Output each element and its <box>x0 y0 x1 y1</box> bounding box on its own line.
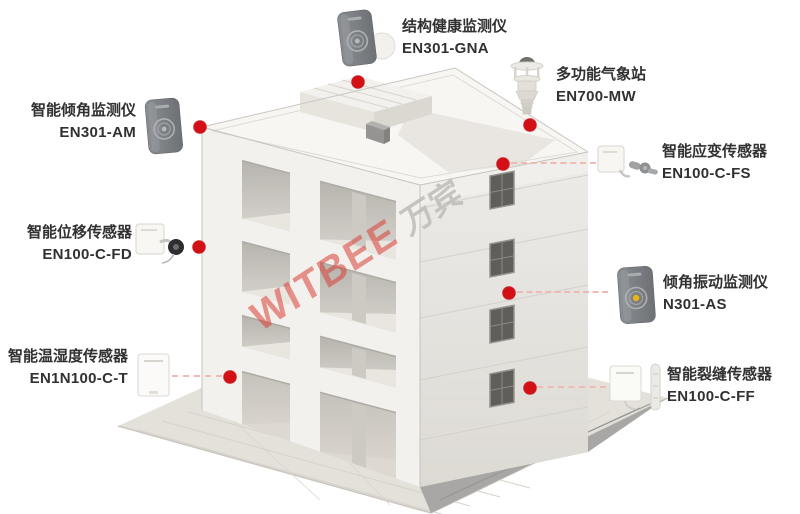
left-facade <box>202 127 420 487</box>
device-temp-humidity-sensor <box>136 352 172 405</box>
connector-temp-humidity <box>172 375 222 377</box>
device-weather-station <box>504 54 550 123</box>
sensor-label-tilt-monitor: 智能倾角监测仪 EN301-AM <box>31 100 136 144</box>
device-crack-sensor <box>608 362 668 419</box>
sensor-model: EN700-MW <box>556 88 636 105</box>
sensor-model: EN301-GNA <box>402 40 489 57</box>
marker-strain <box>496 157 510 171</box>
sensor-name: 智能倾角监测仪 <box>30 102 136 119</box>
sensor-model: EN100-C-FD <box>42 246 132 263</box>
device-tilt-vibration-monitor <box>610 264 662 333</box>
window <box>489 238 515 278</box>
sensor-name: 结构健康监测仪 <box>402 18 508 35</box>
marker-tilt-monitor <box>193 120 207 134</box>
sensor-label-temp-humidity: 智能温湿度传感器 EN1N100-C-T <box>8 346 128 390</box>
marker-structural-health <box>351 75 365 89</box>
tilt-vibration-monitor-icon <box>617 265 656 324</box>
sensor-model: EN301-AM <box>59 124 136 141</box>
structural-health-monitor-icon <box>337 9 396 67</box>
marker-displacement <box>192 240 206 254</box>
sensor-label-weather-station: 多功能气象站 EN700-MW <box>556 64 646 108</box>
connector-strain <box>511 162 596 164</box>
sensor-label-vibration: 倾角振动监测仪 N301-AS <box>663 272 768 316</box>
dark-paving <box>420 399 665 513</box>
device-structural-health-monitor <box>332 8 398 75</box>
sensor-name: 智能温湿度传感器 <box>7 348 128 365</box>
sensor-model: EN1N100-C-T <box>29 370 128 387</box>
sensor-label-structural-health: 结构健康监测仪 EN301-GNA <box>402 16 507 60</box>
sensor-label-displacement: 智能位移传感器 EN100-C-FD <box>27 222 132 266</box>
window <box>489 170 515 210</box>
interior-columns <box>352 192 366 468</box>
sensor-name: 多功能气象站 <box>556 66 647 83</box>
sensor-model: EN100-C-FS <box>662 165 751 182</box>
sensor-model: EN100-C-FF <box>667 388 756 405</box>
window <box>489 368 515 408</box>
sensor-name: 智能裂缝传感器 <box>667 366 773 383</box>
marker-vibration <box>502 286 516 300</box>
marker-crack <box>523 381 537 395</box>
right-facade <box>419 152 589 487</box>
sensor-name: 智能应变传感器 <box>662 143 768 160</box>
window-column <box>489 170 515 408</box>
weather-station-icon <box>510 57 544 115</box>
sensor-label-crack: 智能裂缝传感器 EN100-C-FF <box>667 364 772 408</box>
strain-sensor-icon <box>597 145 658 178</box>
sensor-model: N301-AS <box>663 296 727 313</box>
crack-sensor-icon <box>609 363 661 411</box>
marker-temp-humidity <box>223 370 237 384</box>
displacement-sensor-icon <box>135 223 184 264</box>
temp-humidity-sensor-icon <box>137 353 170 397</box>
sensor-label-strain: 智能应变传感器 EN100-C-FS <box>662 141 767 185</box>
connector-vibration <box>517 291 608 293</box>
roof-penthouse <box>300 76 432 132</box>
device-strain-sensor <box>596 140 660 191</box>
connector-crack <box>537 386 606 388</box>
roof-equipment-box <box>366 121 390 144</box>
sensor-name: 倾角振动监测仪 <box>663 274 769 291</box>
tilt-monitor-icon <box>144 97 183 155</box>
roof <box>201 67 589 185</box>
device-displacement-sensor <box>134 222 188 271</box>
sensor-name: 智能位移传感器 <box>26 224 132 241</box>
marker-weather-station <box>523 118 537 132</box>
roof-shadow <box>398 108 555 172</box>
window <box>489 304 515 344</box>
device-tilt-monitor <box>140 96 188 163</box>
